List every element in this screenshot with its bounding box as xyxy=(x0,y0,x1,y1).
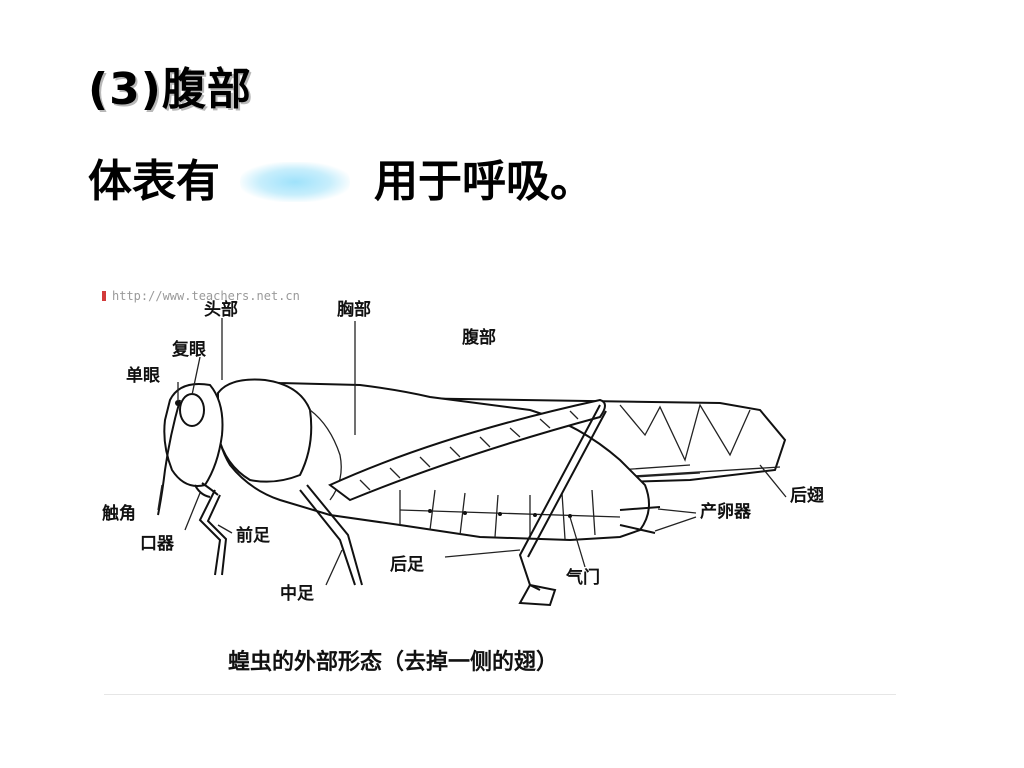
label-ovipositor: 产卵器 xyxy=(700,501,752,522)
leader-lines xyxy=(157,318,787,586)
answer-blank-mask[interactable] xyxy=(240,162,350,202)
compound-eye-drawing xyxy=(179,393,205,427)
antenna-leader xyxy=(157,484,163,511)
figure-caption: 蝗虫的外部形态（去掉一侧的翅） xyxy=(228,649,558,675)
head xyxy=(163,383,224,487)
label-midleg: 中足 xyxy=(280,583,314,604)
ovipositor-leader-2 xyxy=(654,516,697,532)
label-hindleg: 后足 xyxy=(390,555,424,575)
sentence-before-blank: 体表有 xyxy=(88,156,220,207)
mouthparts-drawing xyxy=(194,482,219,498)
spiracle-leader xyxy=(569,516,586,568)
antenna-drawing xyxy=(157,399,181,516)
watermark-text: http://www.teachers.net.cn xyxy=(112,289,300,303)
label-thorax: 胸部 xyxy=(337,299,371,320)
fill-in-sentence: 体表有 用于呼吸。 xyxy=(88,150,594,212)
ovipositor-drawing xyxy=(619,506,661,534)
hindleg-tarsus xyxy=(518,583,557,607)
label-simple-eye: 单眼 xyxy=(126,365,160,386)
foreleg-drawing xyxy=(198,489,228,576)
hindleg-femur-pattern xyxy=(359,410,579,491)
label-head: 头部 xyxy=(204,299,238,320)
spiracle-dot-4 xyxy=(533,513,537,517)
hindleg-tibia xyxy=(518,404,607,591)
spiracle-dot-1 xyxy=(428,509,432,513)
midleg-leader xyxy=(325,549,343,586)
label-foreleg: 前足 xyxy=(236,525,270,546)
hindwing-leader xyxy=(759,464,787,498)
hindleg-femur xyxy=(328,398,606,502)
label-antenna: 触角 xyxy=(101,503,136,524)
label-abdomen: 腹部 xyxy=(462,327,496,348)
compound-eye-leader xyxy=(191,356,201,396)
label-spiracle: 气门 xyxy=(565,567,600,588)
wing-folds xyxy=(619,403,751,462)
hindleg-leader xyxy=(444,549,521,558)
label-mouthparts: 口器 xyxy=(140,534,175,554)
pronotum xyxy=(217,378,313,483)
watermark-marker xyxy=(102,291,106,301)
mouthparts-leader xyxy=(184,492,201,531)
grasshopper-drawing xyxy=(157,378,787,607)
spiracle-dot-5 xyxy=(568,514,572,518)
spiracle-dot-2 xyxy=(463,511,467,515)
section-heading: (3)腹部 xyxy=(88,64,252,115)
ovipositor-leader-1 xyxy=(657,508,697,514)
sentence-after-blank: 用于呼吸。 xyxy=(374,156,594,207)
spiracle-line xyxy=(399,509,621,518)
abdomen-segments xyxy=(399,489,596,540)
grasshopper-figure: http://www.teachers.net.cn xyxy=(100,285,900,697)
grasshopper-diagram: http://www.teachers.net.cn xyxy=(101,289,824,675)
foreleg-leader xyxy=(217,524,233,534)
label-compound-eye: 复眼 xyxy=(171,339,206,360)
midleg-drawing xyxy=(299,484,363,586)
spiracle-dot-3 xyxy=(498,512,502,516)
bottom-divider xyxy=(104,694,896,695)
label-hindwing: 后翅 xyxy=(790,485,824,506)
